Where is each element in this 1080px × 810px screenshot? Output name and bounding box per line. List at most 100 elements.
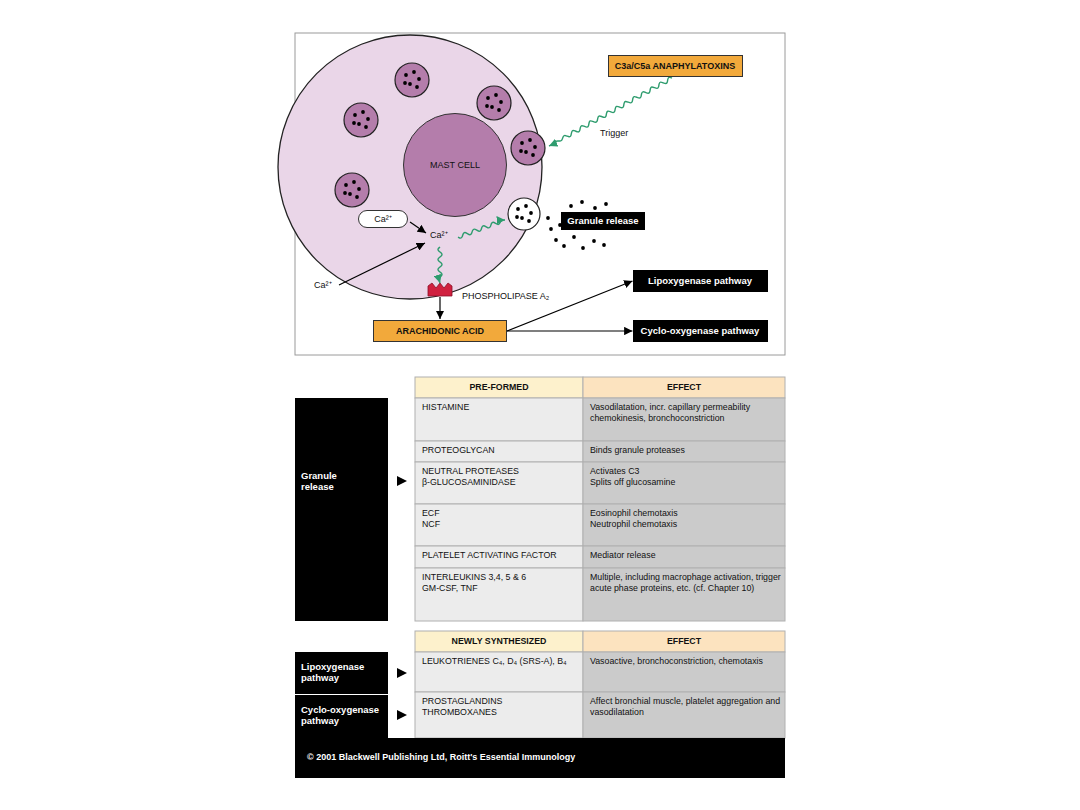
table-text: Multiple, including macrophage activatio… <box>590 572 781 594</box>
pathway-arrow <box>507 330 633 331</box>
granule-dot <box>494 93 498 97</box>
released-granule-dot <box>549 227 553 231</box>
node-text: Lipoxygenase pathway <box>648 275 752 286</box>
table-cell <box>415 441 583 462</box>
table-cell: Vasoactive, bronchoconstriction, chemota… <box>583 652 785 692</box>
table-cell <box>415 692 583 738</box>
table-cell: Vasodilatation, incr. capillary permeabi… <box>583 398 785 441</box>
table-cell: EFFECT <box>583 631 785 652</box>
annotation: Ca²⁺ <box>314 280 332 291</box>
node-text: Cyclo-oxygenase pathway <box>301 704 383 727</box>
table-cell: NEUTRAL PROTEASESβ-GLUCOSAMINIDASE <box>415 462 583 504</box>
released-granule-dot <box>593 206 597 210</box>
granule-dot <box>361 110 365 114</box>
node-text: ARACHIDONIC ACID <box>396 326 484 337</box>
granule-dot <box>524 204 528 208</box>
row-group-box: Granule release <box>295 398 388 621</box>
granule <box>511 131 545 165</box>
footer: © 2001 Blackwell Publishing Ltd, Roitt's… <box>295 738 785 778</box>
granule-dot <box>520 141 524 145</box>
pathway-box: Cyclo-oxygenase pathway <box>633 320 768 342</box>
table-cell: Multiple, including macrophage activatio… <box>583 568 785 621</box>
table-header <box>583 377 785 398</box>
table-cell <box>415 462 583 504</box>
substrate-box: ARACHIDONIC ACID <box>373 320 507 342</box>
pointer-triangle <box>397 668 407 678</box>
granule-dot <box>499 100 503 104</box>
granule <box>477 86 511 120</box>
granule-dot <box>497 108 501 112</box>
node-text: Granule release <box>567 215 638 226</box>
granule-dot <box>490 105 494 109</box>
granule-dot <box>343 191 347 195</box>
pointer-triangle <box>397 476 407 486</box>
granule-dot <box>408 82 412 86</box>
trigger-wave <box>549 77 672 146</box>
granule-dot <box>403 81 407 85</box>
table-text: GM-CSF, TNF <box>422 583 579 594</box>
table-text: EFFECT <box>667 382 701 393</box>
table-text: Neutrophil chemotaxis <box>590 519 781 530</box>
table-cell: Activates C3Splits off glucosamine <box>583 462 785 504</box>
trigger-wave <box>458 220 505 238</box>
granule-dot <box>404 73 408 77</box>
granule-dot <box>485 104 489 108</box>
node-text: Ca²⁺ <box>374 214 392 225</box>
table-cell: Affect bronchial muscle, platelet aggreg… <box>583 692 785 738</box>
table-cell <box>583 462 785 504</box>
table-text: Activates C3 <box>590 466 781 477</box>
granule-dot <box>520 216 524 220</box>
released-granule-dot <box>562 244 566 248</box>
granule-dot <box>519 149 523 153</box>
released-granule-dot <box>546 216 550 220</box>
granule-dot <box>344 183 348 187</box>
granule-dot <box>527 219 531 223</box>
arrow <box>410 222 426 233</box>
table-cell: NEWLY SYNTHESIZED <box>415 631 583 652</box>
table-cell <box>415 504 583 546</box>
granule-dot <box>417 77 421 81</box>
annotation: Trigger <box>600 128 628 139</box>
table-cell <box>415 652 583 692</box>
table-cell: ECFNCF <box>415 504 583 546</box>
table-header <box>415 631 583 652</box>
granule-dot <box>415 85 419 89</box>
granule-dot <box>352 180 356 184</box>
table-cell <box>583 546 785 568</box>
pointer-triangle <box>397 710 407 720</box>
table-cell: PROSTAGLANDINSTHROMBOXANES <box>415 692 583 738</box>
table-cell <box>415 546 583 568</box>
granule-dot <box>528 138 532 142</box>
trigger-wave <box>438 247 442 283</box>
granule-dot <box>515 215 519 219</box>
granule-dot <box>533 145 537 149</box>
row-group-box: Cyclo-oxygenase pathway <box>295 694 388 738</box>
arrow <box>439 297 440 319</box>
granule-dot <box>355 195 359 199</box>
calcium-oval: Ca²⁺ <box>358 210 408 228</box>
pathway-box: Lipoxygenase pathway <box>633 270 768 292</box>
granule <box>335 173 369 207</box>
granule-dot <box>529 211 533 215</box>
released-granule-dot <box>572 235 576 239</box>
released-granule-dot <box>592 239 596 243</box>
node-text: Granule release <box>301 470 356 493</box>
table-cell: Mediator release <box>583 546 785 568</box>
granule-dot <box>357 187 361 191</box>
phospholipase-symbol <box>428 283 452 296</box>
annotation: Ca²⁺ <box>430 230 448 241</box>
nucleus-circle: MAST CELL <box>403 113 507 217</box>
stimulus-box: C3a/C5a ANAPHYLATOXINS <box>608 55 743 77</box>
mast-cell <box>278 35 542 299</box>
table-cell <box>583 692 785 738</box>
granule <box>344 103 378 137</box>
granule <box>395 63 429 97</box>
table-text: Eosinophil chemotaxis <box>590 508 781 519</box>
table-text: NEWLY SYNTHESIZED <box>452 636 547 647</box>
table-text: THROMBOXANES <box>422 707 579 718</box>
pathway-arrow <box>507 281 633 331</box>
table-text: LEUKOTRIENES C₄, D₄ (SRS-A), B₄ <box>422 656 579 667</box>
release-box: Granule release <box>561 212 645 230</box>
granule-dot <box>348 192 352 196</box>
table-text: Affect bronchial muscle, platelet aggreg… <box>590 696 781 718</box>
